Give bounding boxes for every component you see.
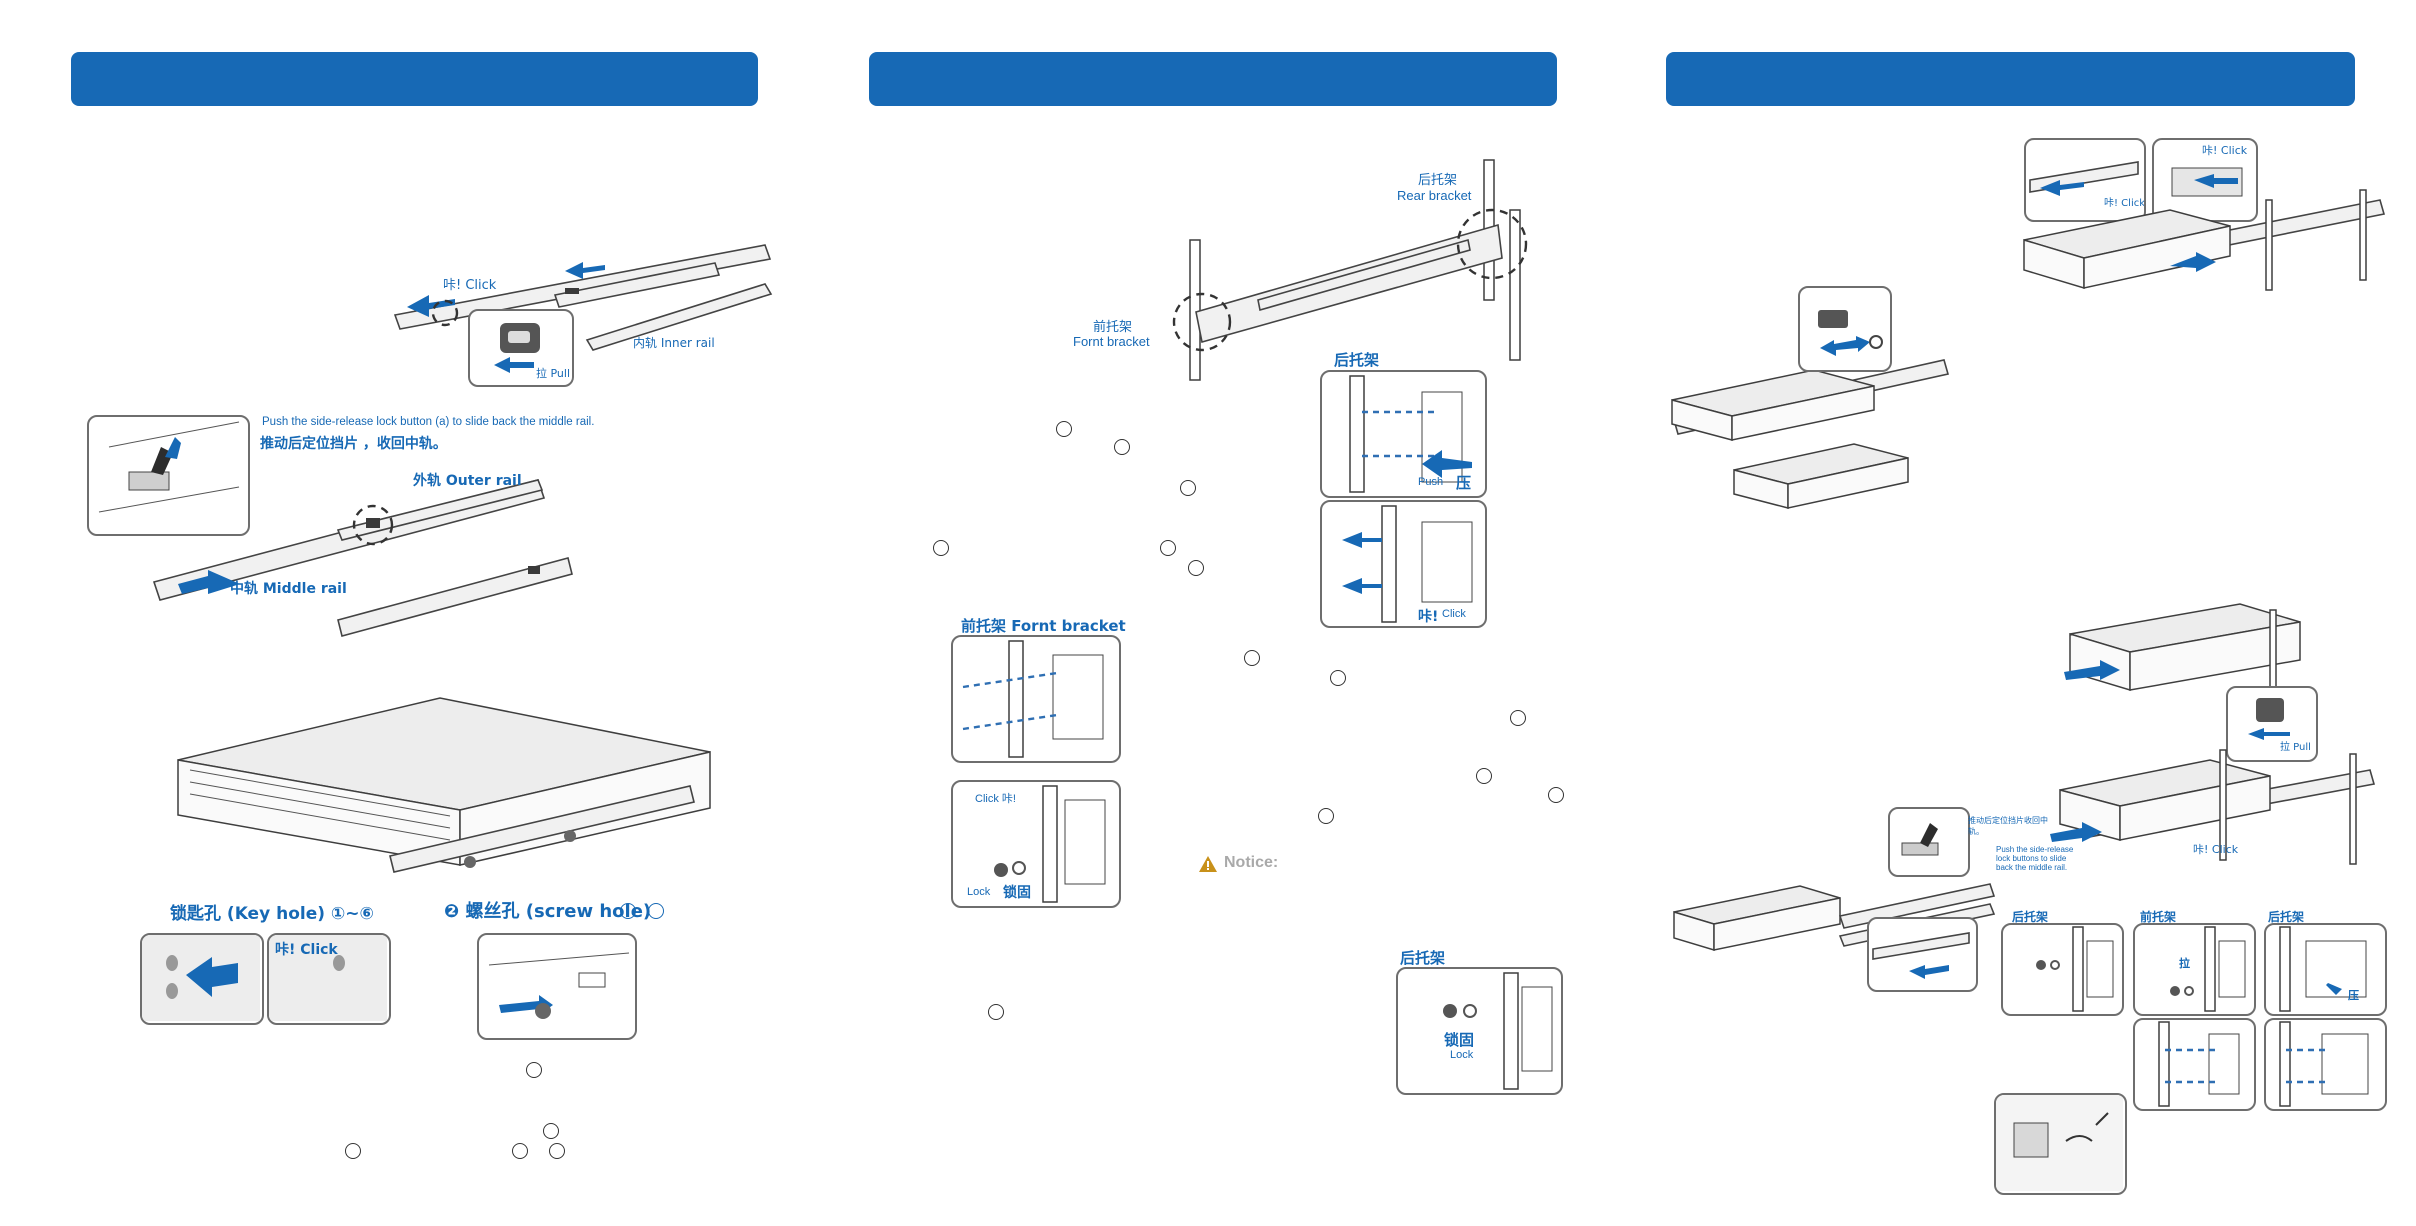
s3-rear2-title: 后托架: [2268, 910, 2305, 924]
s3-slide-detail-panel: [1798, 286, 1892, 372]
s1-push-release-en: Push the side-release lock button (a) to…: [262, 416, 595, 428]
s2-click-top: Click 咔!: [975, 793, 1016, 805]
s3-front-title: 前托架: [2140, 910, 2177, 924]
section-banner-2: [869, 52, 1557, 106]
s3-pull-panel: 拉 Pull: [2226, 686, 2318, 762]
s3-rail-detail-panel: [1867, 917, 1978, 992]
s2-front-bracket-title: 前托架 Fornt bracket: [961, 617, 1126, 635]
s2-notice-label: Notice:: [1224, 854, 1279, 871]
inner-rail-standalone-illustration: [585, 283, 773, 351]
inner-rail-extraction-illustration: [393, 244, 772, 330]
s3-server-insertion-top: [2023, 189, 2386, 291]
step-circle: [345, 1143, 361, 1159]
warning-icon: [1199, 856, 1217, 872]
s3-rear2-panel: 压: [2264, 923, 2387, 1016]
s2-lock-en: Lock: [967, 886, 991, 898]
s3-rear1-title: 后托架: [2012, 910, 2049, 924]
s3-rear-dash-panel: [2264, 1018, 2387, 1111]
s2-click-en: Click: [1442, 608, 1466, 620]
s2-lock-cn2: 锁固: [1444, 1031, 1475, 1049]
step-circle: [1188, 560, 1204, 576]
s3-screw-detail-panel: [1994, 1093, 2127, 1195]
s3-click-bottom: 咔! Click: [2193, 843, 2239, 856]
s3-server-pullout-illustration: [2064, 603, 2301, 707]
s3-server-rack-illustration: [1671, 359, 1950, 509]
s3-front-panel: 拉: [2133, 923, 2256, 1016]
s1-key-hole-panel-1: [140, 933, 264, 1025]
s1-key-hole-panel-2: 咔! Click: [267, 933, 391, 1025]
s1-pull-detail-panel: 拉 Pull: [468, 309, 574, 387]
step-circle: [1330, 670, 1346, 686]
s1-lock-button-panel: [87, 415, 250, 536]
section-banner-1: [71, 52, 758, 106]
s1-key-hole-label: 锁匙孔 (Key hole) ①~⑥: [170, 904, 374, 924]
s2-lock-cn: 锁固: [1003, 885, 1031, 901]
s2-push-cn: 压: [1456, 474, 1472, 492]
step-circle: [549, 1143, 565, 1159]
s3-front-dash-panel: [2133, 1018, 2256, 1111]
step-circle: [526, 1062, 542, 1078]
s2-rear-lock-panel: 锁固 Lock: [1396, 967, 1563, 1095]
step-circle: [933, 540, 949, 556]
s2-rear-push-panel: Push 压: [1320, 370, 1487, 498]
step-circle: [1056, 421, 1072, 437]
s1-screw-hole-label: ❷ 螺丝孔 (screw hole): [444, 901, 652, 922]
step-circle: [1180, 480, 1196, 496]
step-circle: [1510, 710, 1526, 726]
s2-front-lock-panel: Click 咔! Lock 锁固: [951, 780, 1121, 908]
step-circle: [1548, 787, 1564, 803]
step-circle: [1244, 650, 1260, 666]
s3-press-label: 压: [2348, 989, 2359, 1002]
step-circle: [1476, 768, 1492, 784]
s2-lock-en2: Lock: [1450, 1049, 1474, 1061]
step-circle: [543, 1123, 559, 1139]
section-banner-3: [1666, 52, 2355, 106]
s3-click-top: 咔! Click: [2202, 144, 2248, 157]
rack-rail-bracket-illustration: [1172, 159, 1528, 381]
s1-middle-rail-label: 中轨 Middle rail: [230, 581, 347, 597]
s3-rear1-panel: [2001, 923, 2124, 1016]
s2-front-bracket-cn: 前托架: [1093, 320, 1133, 335]
s3-click-detail-panel-1: 咔! Click: [2024, 138, 2146, 222]
step-circle: [988, 1004, 1004, 1020]
s3-pull-label: 拉 Pull: [2280, 742, 2311, 753]
s3-push-en: Push the side-release lock buttons to sl…: [1996, 845, 2074, 872]
step-circle: [1160, 540, 1176, 556]
step-circle: [512, 1143, 528, 1159]
s1-pull-label: 拉 Pull: [536, 367, 571, 380]
s2-front-bracket-en: Fornt bracket: [1073, 334, 1150, 349]
s2-rear-click-panel: 咔! Click: [1320, 500, 1487, 628]
s1-server-chassis-illustration: [177, 697, 711, 873]
s1-outer-rail-label: 外轨 Outer rail: [413, 473, 522, 489]
s1-inner-rail-label: 内轨 Inner rail: [633, 336, 715, 350]
step-circle: [648, 903, 664, 919]
s2-rear-bracket-cn: 后托架: [1418, 173, 1458, 188]
s2-rear-bracket-title: 后托架: [1334, 351, 1380, 369]
s2-front-panel: [951, 635, 1121, 763]
s3-push-cn: 推动后定位挡片收回中轨。: [1968, 816, 2048, 836]
s3-server-slide-illustration: [2050, 749, 2376, 865]
step-circle: [1318, 808, 1334, 824]
s2-rear-bracket-title2: 后托架: [1400, 949, 1446, 967]
s2-push-en: Push: [1418, 476, 1444, 488]
s2-rear-bracket-en: Rear bracket: [1397, 188, 1472, 203]
s1-click-label: 咔! Click: [443, 278, 497, 293]
step-circle: [1114, 439, 1130, 455]
step-circle: [620, 903, 636, 919]
s3-release-panel: [1888, 807, 1970, 877]
s3-click-detail-panel-2: 咔! Click: [2152, 138, 2258, 222]
s3-click-mid: 咔! Click: [2104, 198, 2146, 209]
s1-click2-label: 咔! Click: [275, 942, 338, 958]
s3-pull-small: 拉: [2179, 957, 2190, 970]
s1-screw-panel: [477, 933, 637, 1040]
outer-middle-rail-illustration: [152, 479, 573, 637]
s2-click-cn: 咔!: [1418, 609, 1439, 625]
s1-push-release-cn: 推动后定位挡片 ，收回中轨。: [260, 436, 447, 452]
